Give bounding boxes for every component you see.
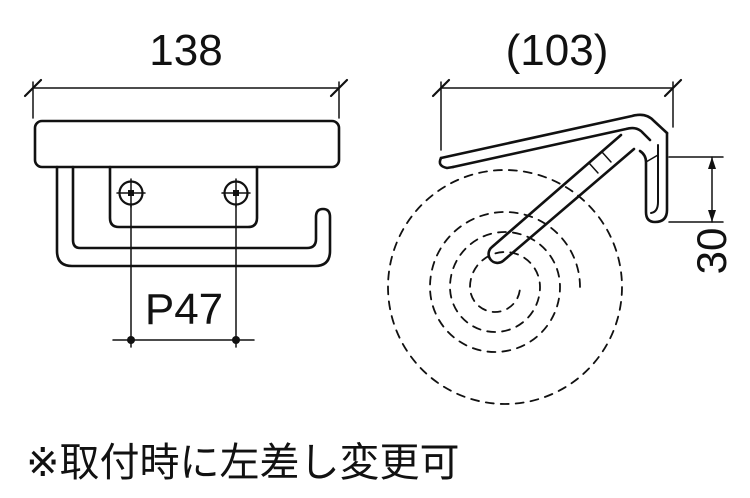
lid-under-edge xyxy=(451,126,652,169)
pitch-dim-label: P47 xyxy=(145,285,223,334)
side-view-drawing: (103) xyxy=(387,26,735,405)
roll-spiral xyxy=(429,211,581,353)
shelf-outline xyxy=(33,119,341,169)
width-dim-label: 138 xyxy=(149,26,222,75)
dimension-tick xyxy=(329,78,349,98)
lid-front-lip xyxy=(438,156,455,170)
wall-bracket xyxy=(638,131,669,224)
holder-bar xyxy=(55,165,332,268)
arm-outline xyxy=(487,133,636,265)
bracket-inner xyxy=(650,144,659,214)
bracket-step xyxy=(645,154,659,163)
dimension-dot xyxy=(232,336,240,344)
arm-hinge-tick xyxy=(588,162,599,174)
dimension-tick xyxy=(431,78,451,98)
dimension-arrow-up xyxy=(708,157,716,169)
lid-top-edge xyxy=(439,113,669,160)
toilet-roll-dashed-circle xyxy=(387,169,623,405)
dimension-tick xyxy=(23,78,43,98)
depth-dimension: (103) xyxy=(431,26,683,151)
arm-hinge-tick xyxy=(601,151,612,163)
cover-lid xyxy=(438,113,669,170)
depth-dim-label: (103) xyxy=(506,26,609,75)
pitch-dimension: P47 xyxy=(112,203,255,348)
screw-center xyxy=(128,190,134,196)
screw-center xyxy=(233,190,239,196)
bracket-outer xyxy=(638,131,669,224)
holder-arm xyxy=(487,133,636,265)
screw-right xyxy=(221,178,251,208)
height-dim-label: 30 xyxy=(688,228,735,275)
installation-note: ※取付時に左差し変更可 xyxy=(26,441,460,485)
dimension-dot xyxy=(127,336,135,344)
width-dimension: 138 xyxy=(23,26,349,119)
front-view-drawing: 138 xyxy=(23,26,349,348)
mounting-plate xyxy=(108,165,259,229)
height-dimension: 30 xyxy=(668,156,735,275)
dimension-arrow-down xyxy=(708,210,716,222)
screw-left xyxy=(116,178,146,208)
dimension-tick xyxy=(663,78,683,98)
